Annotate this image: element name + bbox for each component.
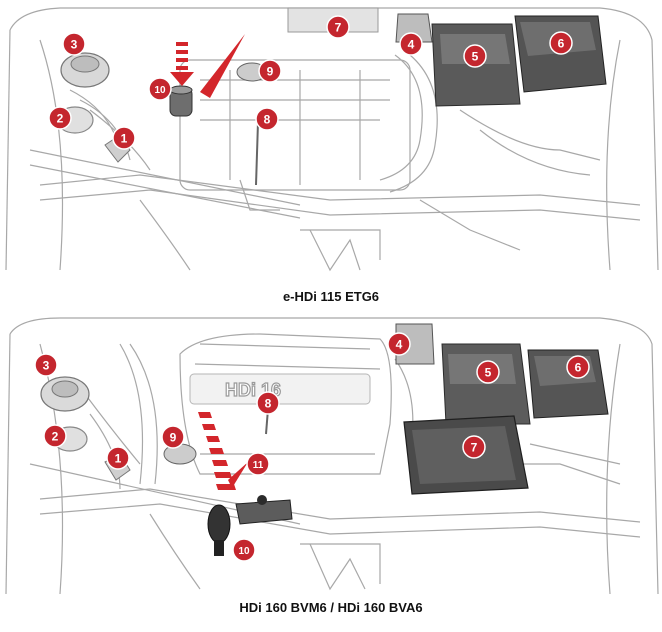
callout-2: 2 <box>43 424 67 448</box>
svg-text:4: 4 <box>408 38 415 52</box>
callout-9: 9 <box>258 59 282 83</box>
svg-text:10: 10 <box>238 546 250 557</box>
svg-text:10: 10 <box>154 85 166 96</box>
callout-7: 7 <box>462 435 486 459</box>
svg-text:1: 1 <box>121 132 128 146</box>
callout-1: 1 <box>112 126 136 150</box>
svg-text:5: 5 <box>485 366 492 380</box>
svg-text:1: 1 <box>115 452 122 466</box>
callout-8: 8 <box>256 391 280 415</box>
callout-2: 2 <box>48 106 72 130</box>
callout-6: 6 <box>566 355 590 379</box>
callout-4: 4 <box>399 32 423 56</box>
svg-text:11: 11 <box>253 460 264 471</box>
callout-3: 3 <box>34 353 58 377</box>
callout-5: 5 <box>476 360 500 384</box>
svg-text:5: 5 <box>472 50 479 64</box>
callout-10: 10 <box>232 538 256 562</box>
callout-3: 3 <box>62 32 86 56</box>
svg-text:2: 2 <box>52 430 59 444</box>
diagram-caption-top: e-HDi 115 ETG6 <box>282 289 380 304</box>
callouts-bottom: 1 2 3 4 5 6 7 8 9 10 11 <box>34 332 590 562</box>
callout-10: 10 <box>148 77 172 101</box>
svg-text:9: 9 <box>267 65 274 79</box>
callout-8: 8 <box>255 107 279 131</box>
callouts-top: 1 2 3 4 5 6 7 8 9 10 <box>48 15 573 150</box>
svg-text:3: 3 <box>43 359 50 373</box>
callout-9: 9 <box>161 425 185 449</box>
diagram-caption-bottom: HDi 160 BVM6 / HDi 160 BVA6 <box>239 600 423 615</box>
callout-5: 5 <box>463 44 487 68</box>
svg-text:7: 7 <box>471 441 478 455</box>
svg-text:9: 9 <box>170 431 177 445</box>
svg-text:7: 7 <box>335 21 342 35</box>
svg-text:6: 6 <box>575 361 582 375</box>
svg-text:2: 2 <box>57 112 64 126</box>
callout-4: 4 <box>387 332 411 356</box>
svg-text:3: 3 <box>71 38 78 52</box>
svg-text:8: 8 <box>264 113 271 127</box>
svg-text:8: 8 <box>265 397 272 411</box>
callout-7: 7 <box>326 15 350 39</box>
svg-text:4: 4 <box>396 338 403 352</box>
svg-text:6: 6 <box>558 37 565 51</box>
callout-1: 1 <box>106 446 130 470</box>
callout-11: 11 <box>246 452 270 476</box>
callout-6: 6 <box>549 31 573 55</box>
